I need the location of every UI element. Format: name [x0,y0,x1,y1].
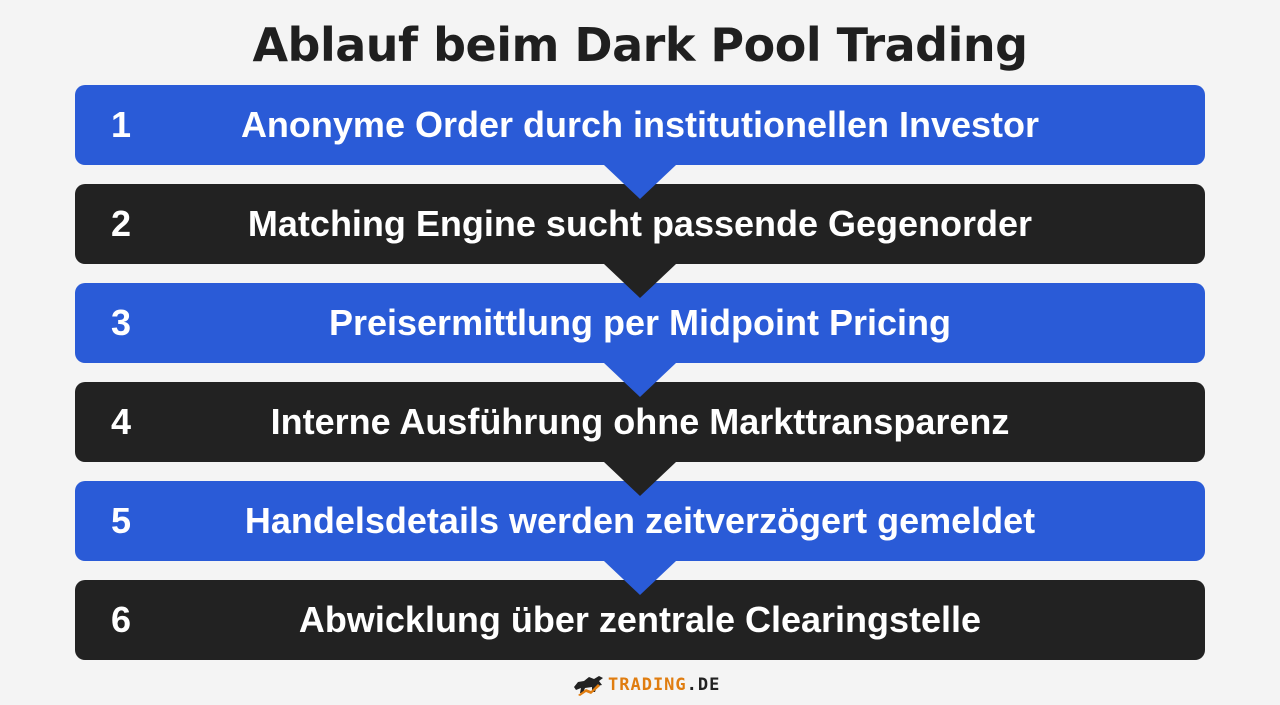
step-label: Anonyme Order durch institutionellen Inv… [240,104,1040,145]
step-number: 6 [110,599,132,640]
step-1: 1 Anonyme Order durch institutionellen I… [75,85,1205,199]
logo-text: TRADING.DE [608,675,721,695]
step-number: 2 [110,203,132,244]
arrow-down-icon [604,363,676,397]
arrow-down-icon [604,165,676,199]
bull-icon [574,676,603,696]
step-number: 5 [110,500,132,541]
step-label: Interne Ausführung ohne Markttransparenz [270,401,1010,442]
arrow-down-icon [604,561,676,595]
arrow-down-icon [604,264,676,298]
step-number: 4 [110,401,132,442]
step-2: 2 Matching Engine sucht passende Gegenor… [75,184,1205,298]
step-label: Preisermittlung per Midpoint Pricing [328,302,952,343]
step-number: 1 [110,104,132,145]
process-steps: 1 Anonyme Order durch institutionellen I… [75,85,1205,660]
step-label: Matching Engine sucht passende Gegenorde… [247,203,1033,244]
step-number: 3 [110,302,132,343]
page-title: Ablauf beim Dark Pool Trading [252,18,1028,72]
trading-de-logo: TRADING.DE [572,670,720,700]
step-label: Handelsdetails werden zeitverzögert geme… [244,500,1036,541]
arrow-down-icon [604,462,676,496]
step-label: Abwicklung über zentrale Clearingstelle [298,599,982,640]
